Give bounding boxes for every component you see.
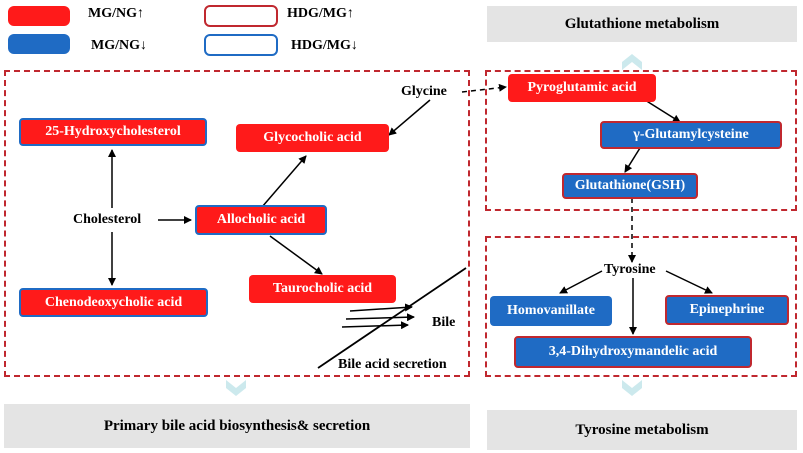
arrow-allocholic-to-taurocholic — [269, 235, 323, 275]
node-dihydroxymandelic-acid: 3,4-Dihydroxymandelic acid — [514, 336, 752, 368]
node-epinephrine: Epinephrine — [665, 295, 789, 325]
legend-label-mg-ng-up: MG/NG↑ — [88, 6, 144, 21]
label-glycine: Glycine — [401, 84, 447, 99]
legend-swatch-mg-ng-up — [8, 6, 70, 26]
node-taurocholic-acid: Taurocholic acid — [249, 275, 396, 303]
legend-swatch-hdg-mg-down — [204, 34, 278, 56]
node-pyroglutamic-acid: Pyroglutamic acid — [508, 74, 656, 102]
bile-arrow-2 — [345, 313, 415, 322]
arrow-tyrosine-to-homovanillate — [559, 270, 603, 294]
legend-swatch-mg-ng-down — [8, 34, 70, 54]
node-glutathione-gsh: Glutathione(GSH) — [562, 173, 698, 199]
panel-glutathione — [485, 70, 797, 211]
node-25-hydroxycholesterol: 25-Hydroxycholesterol — [19, 118, 207, 146]
legend-label-hdg-mg-up: HDG/MG↑ — [287, 6, 354, 21]
label-bile-acid-secretion: Bile acid secretion — [338, 357, 447, 372]
pathway-glutathione-metabolism: Glutathione metabolism — [487, 6, 797, 42]
chevron-down-icon — [622, 380, 642, 396]
chevron-down-icon — [226, 380, 246, 396]
label-tyrosine: Tyrosine — [604, 262, 656, 277]
arrow-glutamylcysteine-to-gsh — [624, 147, 641, 173]
arrow-allocholic-to-glycocholic — [261, 155, 307, 208]
legend-label-hdg-mg-down: HDG/MG↓ — [291, 38, 358, 53]
panel-tyrosine — [485, 236, 797, 377]
pathway-primary-bile-acid: Primary bile acid biosynthesis& secretio… — [4, 404, 470, 448]
legend-swatch-hdg-mg-up — [204, 5, 278, 27]
arrow-glycine-to-pyroglutamic — [461, 83, 507, 93]
panel-bile-acid — [4, 70, 470, 377]
arrow-tyrosine-to-epinephrine — [665, 270, 713, 294]
node-chenodeoxycholic-acid: Chenodeoxycholic acid — [19, 288, 208, 317]
bile-arrow-1 — [349, 303, 413, 312]
pathway-tyrosine-metabolism: Tyrosine metabolism — [487, 410, 797, 450]
node-allocholic-acid: Allocholic acid — [195, 205, 327, 235]
bile-arrow-3 — [341, 321, 409, 330]
node-homovanillate: Homovanillate — [490, 296, 612, 326]
legend-label-mg-ng-down: MG/NG↓ — [91, 38, 147, 53]
arrow-glycine-to-glycocholic — [388, 99, 431, 136]
node-glycocholic-acid: Glycocholic acid — [236, 124, 389, 152]
label-cholesterol: Cholesterol — [73, 212, 142, 227]
chevron-up-icon — [622, 54, 642, 70]
node-gamma-glutamylcysteine: γ-Glutamylcysteine — [600, 121, 782, 149]
label-bile: Bile — [432, 315, 456, 330]
arrow-pyroglutamic-to-glutamylcysteine — [644, 99, 681, 123]
